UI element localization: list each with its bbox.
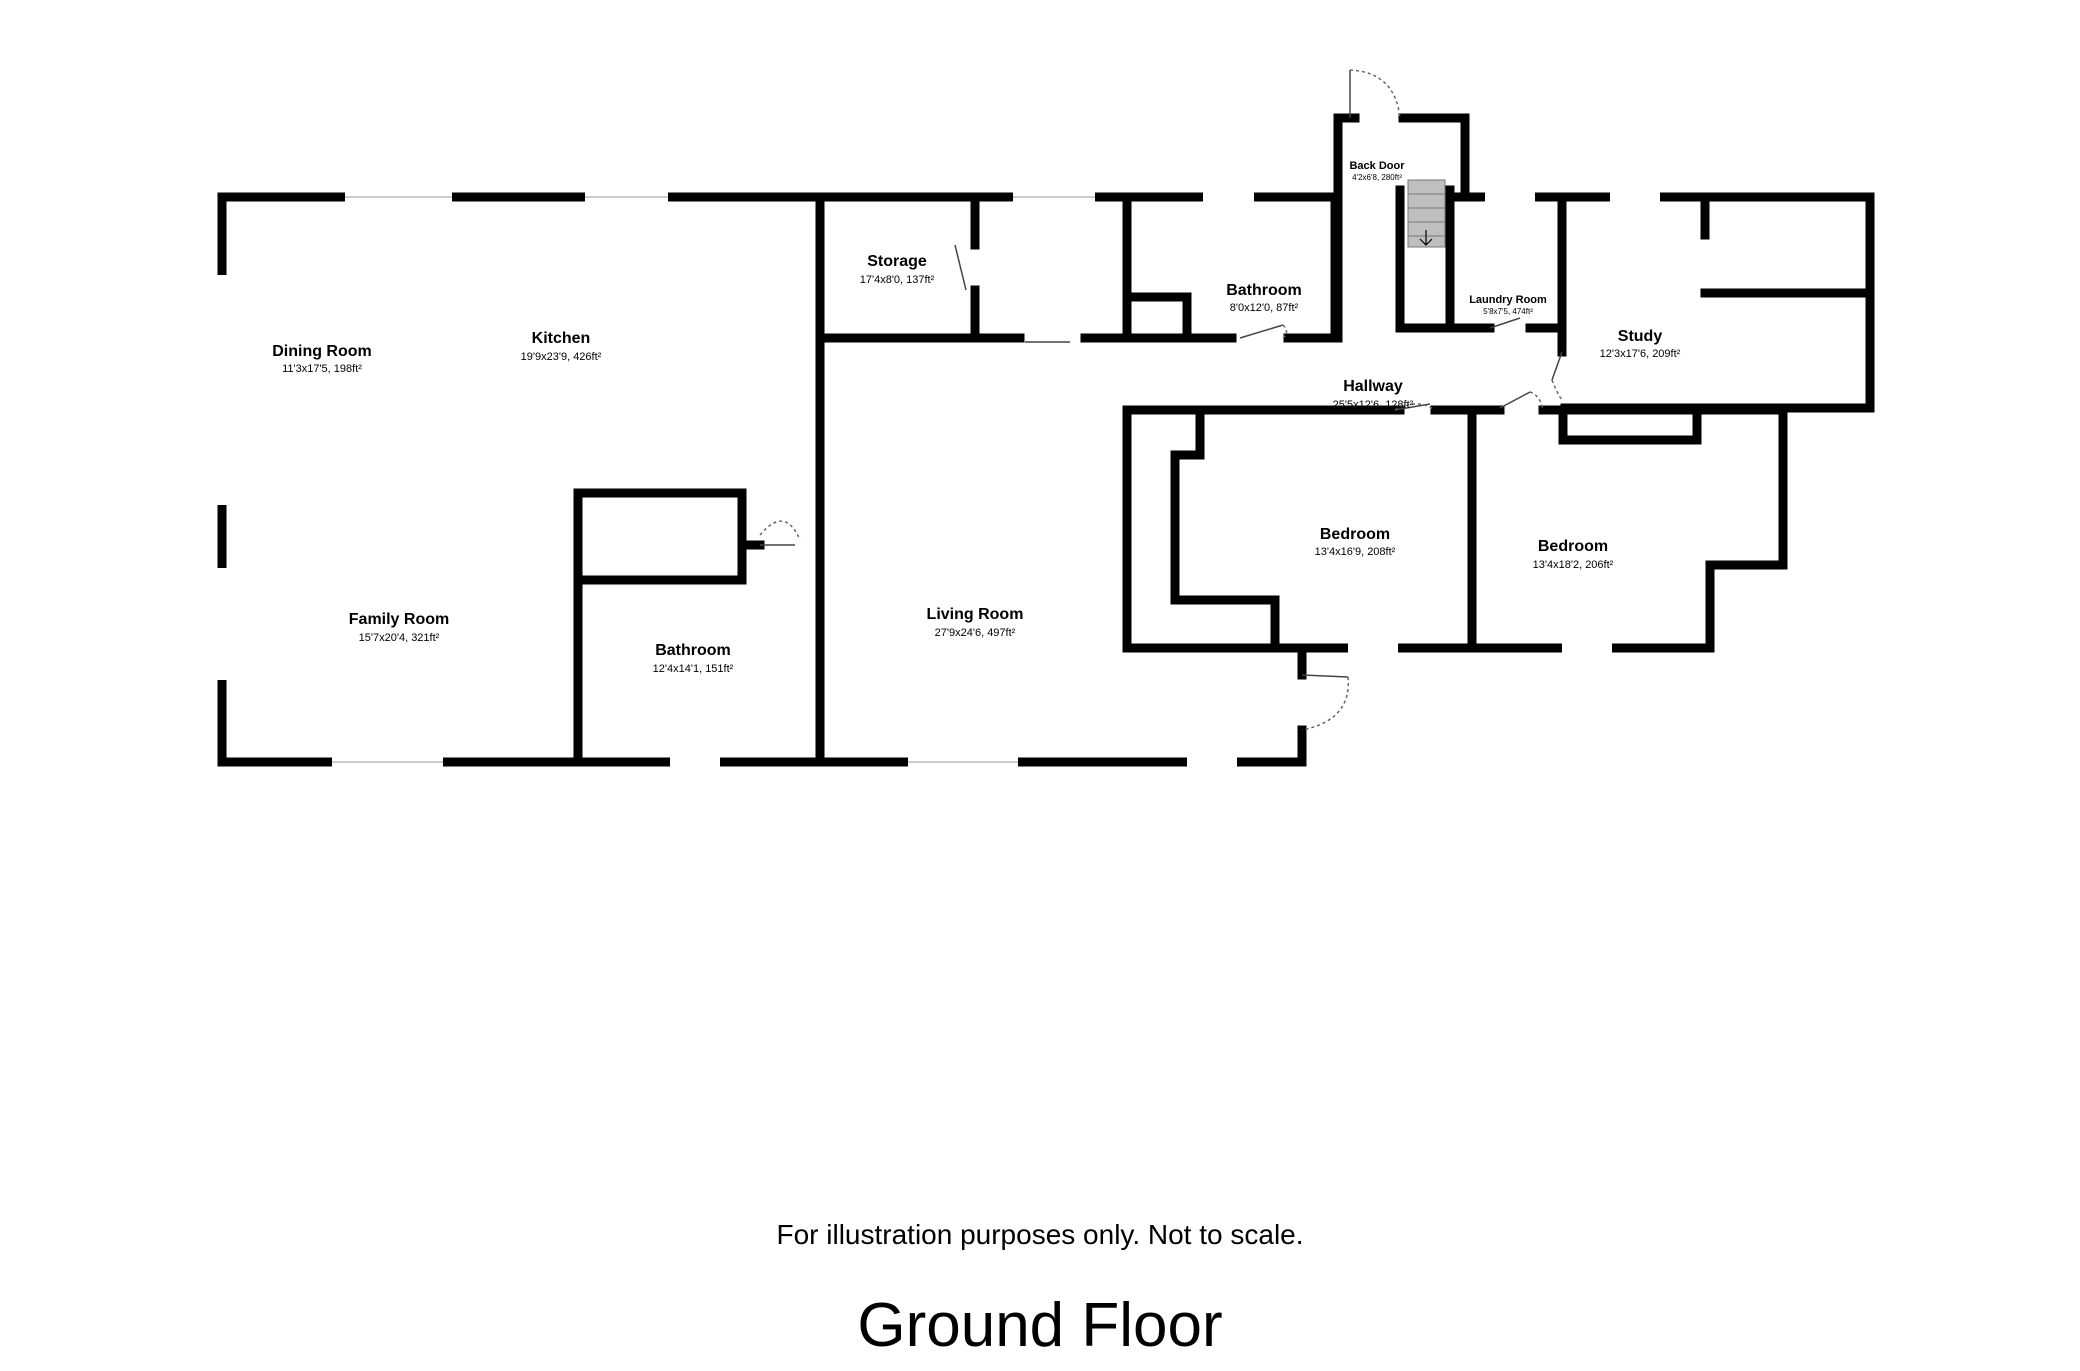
walls <box>217 113 1875 767</box>
bedroom2-door-leaf <box>1499 391 1531 409</box>
room-dims-laundry: 5'8x7'5, 474ft² <box>1483 307 1533 316</box>
west-block-outer-wall <box>217 192 825 767</box>
family-bathroom-wall <box>573 488 747 767</box>
disclaimer: For illustration purposes only. Not to s… <box>776 1219 1304 1250</box>
room-name-bathroom-1: Bathroom <box>1226 282 1302 299</box>
bedroom1-outer-wall <box>1122 405 1305 653</box>
stair-arrow-icon <box>1419 230 1433 246</box>
room-dims-study: 12'3x17'6, 209ft² <box>1600 348 1681 360</box>
laundry-door-leaf <box>1489 317 1521 329</box>
room-dims-kitchen: 19'9x23'9, 426ft² <box>521 351 602 363</box>
bathroom-door-swing <box>1282 324 1288 339</box>
bath1-cupboard <box>1122 292 1192 343</box>
room-dims-bathroom-2: 12'4x14'1, 151ft² <box>653 663 734 675</box>
backdoor-vestibule <box>1333 113 1360 343</box>
windows <box>216 191 1660 768</box>
room-dims-family: 15'7x20'4, 321ft² <box>359 632 440 644</box>
room-name-storage: Storage <box>867 253 927 270</box>
room-dims-storage: 17'4x8'0, 137ft² <box>860 274 935 286</box>
room-name-back-door: Back Door <box>1349 160 1405 172</box>
room-dims-living: 27'9x24'6, 497ft² <box>935 627 1016 639</box>
bedroom2-outer-wall <box>1705 405 1788 653</box>
room-name-bathroom-2: Bathroom <box>655 642 731 659</box>
room-name-bedroom-1: Bedroom <box>1320 526 1390 543</box>
bathroom2-door-swing <box>759 520 801 541</box>
room-name-kitchen: Kitchen <box>532 330 591 347</box>
study-door-leaf <box>1551 351 1563 381</box>
back-door-swing <box>1349 69 1401 119</box>
bathroom-door-leaf <box>1239 324 1284 339</box>
backdoor-vestibule-right <box>1398 113 1470 195</box>
floor-title: Ground Floor <box>857 1291 1223 1360</box>
room-dims-bedroom-1: 13'4x16'9, 208ft² <box>1315 546 1396 558</box>
room-name-living: Living Room <box>927 606 1024 623</box>
room-dims-back-door: 4'2x6'8, 280ft² <box>1352 173 1402 182</box>
study-door-swing <box>1551 379 1563 401</box>
bedroom1-door-swing <box>1394 403 1436 411</box>
room-dims-dining: 11'3x17'5, 198ft² <box>282 363 362 375</box>
bedroom2-closet <box>1558 405 1702 445</box>
stairs <box>1407 179 1446 248</box>
room-name-dining: Dining Room <box>272 343 372 360</box>
storage-door-leaf <box>954 244 967 291</box>
room-name-laundry: Laundry Room <box>1469 294 1547 306</box>
bedroom2-door-swing <box>1529 391 1544 411</box>
entrance-door-swing <box>1301 676 1350 731</box>
room-name-study: Study <box>1618 328 1663 345</box>
bedroom1-closet <box>1170 405 1280 653</box>
room-dims-bedroom-2: 13'4x18'2, 206ft² <box>1533 559 1614 571</box>
room-name-bedroom-2: Bedroom <box>1538 538 1608 555</box>
room-dims-hallway: 25'5x12'6, 128ft² <box>1333 399 1414 411</box>
room-name-hallway: Hallway <box>1343 378 1403 395</box>
stair-well <box>1395 185 1455 333</box>
room-labels: Dining Room 11'3x17'5, 198ft² Kitchen 19… <box>272 160 1680 675</box>
entrance-door-leaf <box>1301 674 1349 678</box>
room-name-family: Family Room <box>349 611 449 628</box>
room-dims-bathroom-1: 8'0x12'0, 87ft² <box>1230 302 1299 314</box>
doors <box>759 69 1563 731</box>
